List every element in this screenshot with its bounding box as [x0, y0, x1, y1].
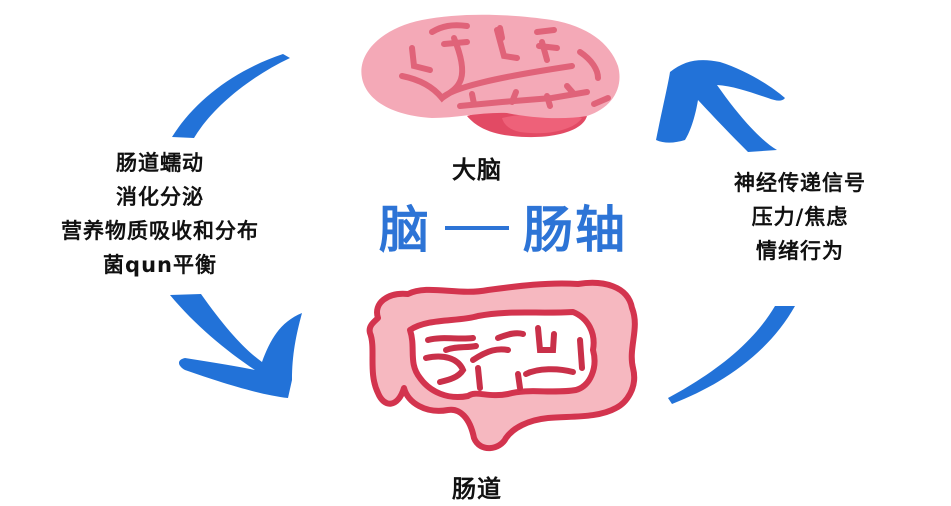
- list-item: 肠道蠕动: [116, 151, 204, 175]
- title-right: 肠轴: [523, 201, 627, 259]
- right-arrow-up-icon: [656, 60, 785, 152]
- title-left: 脑: [379, 201, 431, 259]
- gut-label: 肠道: [452, 475, 502, 503]
- brain-label: 大脑: [452, 156, 502, 184]
- left-function-list: 肠道蠕动 消化分泌 营养物质吸收和分布 菌qun平衡: [12, 146, 308, 282]
- right-function-list: 神经传递信号 压力/焦虑 情绪行为: [690, 166, 910, 268]
- list-item: 营养物质吸收和分布: [61, 219, 259, 243]
- list-item: 神经传递信号: [734, 171, 866, 195]
- list-item: 情绪行为: [756, 239, 844, 263]
- list-item: 消化分泌: [116, 185, 204, 209]
- list-item: 压力/焦虑: [751, 205, 849, 229]
- left-arrow-down-icon: [170, 294, 302, 398]
- list-item: 菌qun平衡: [103, 253, 217, 277]
- page-title: 脑 肠轴: [338, 194, 668, 259]
- intestine-icon: [366, 279, 638, 452]
- left-arc-top-icon: [172, 54, 290, 138]
- right-arc-bottom-icon: [668, 306, 795, 404]
- brain-icon: [361, 14, 620, 138]
- title-dash: [445, 226, 509, 230]
